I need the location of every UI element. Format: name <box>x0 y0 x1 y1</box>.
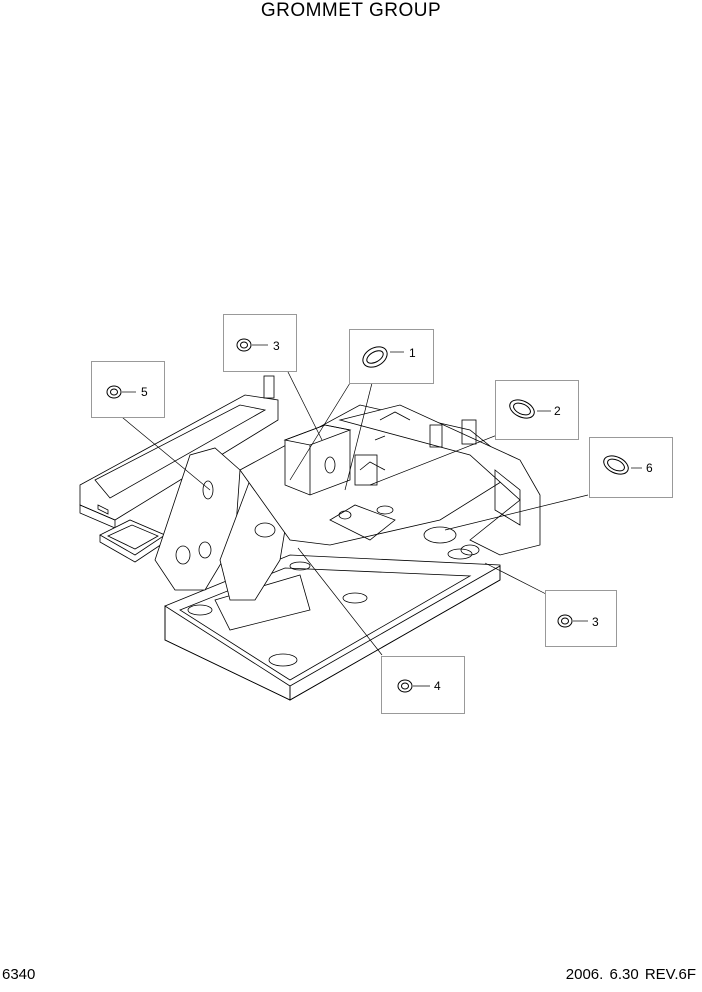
page-title: GROMMET GROUP <box>260 0 442 21</box>
left-frame-rail <box>79 375 279 529</box>
callout-number-6: 6 <box>646 461 653 475</box>
grommet-icon <box>509 399 551 419</box>
callout-number-3: 3 <box>273 339 280 353</box>
grommet-icon <box>236 338 268 352</box>
page-number: 6340 <box>2 966 36 983</box>
callout-box-6: 6 <box>589 437 673 498</box>
step-plate <box>99 519 166 563</box>
leader-lines <box>116 365 589 656</box>
grommet-icon <box>397 679 430 693</box>
callout-number-4: 4 <box>434 679 441 693</box>
callout-box-2: 2 <box>495 380 579 440</box>
callout-number-1: 1 <box>409 346 416 360</box>
column-box <box>283 424 352 496</box>
callout-box-3-bottom: 3 <box>545 590 617 647</box>
grommet-icon <box>557 614 588 628</box>
callout-number-3-bottom: 3 <box>592 615 599 629</box>
grommet-icon <box>603 455 642 475</box>
date-revision: 2006. 6.30 REV.6F <box>565 966 696 983</box>
callout-box-4: 4 <box>381 656 465 714</box>
callout-box-3-top: 3 <box>223 314 297 372</box>
right-frame-rail <box>338 404 541 556</box>
callout-number-5: 5 <box>141 385 148 399</box>
callout-box-1: 1 <box>349 329 434 384</box>
grommet-icon <box>362 346 404 368</box>
callout-number-2: 2 <box>554 404 561 418</box>
grommet-icon <box>106 385 136 399</box>
callout-box-5: 5 <box>91 361 165 418</box>
